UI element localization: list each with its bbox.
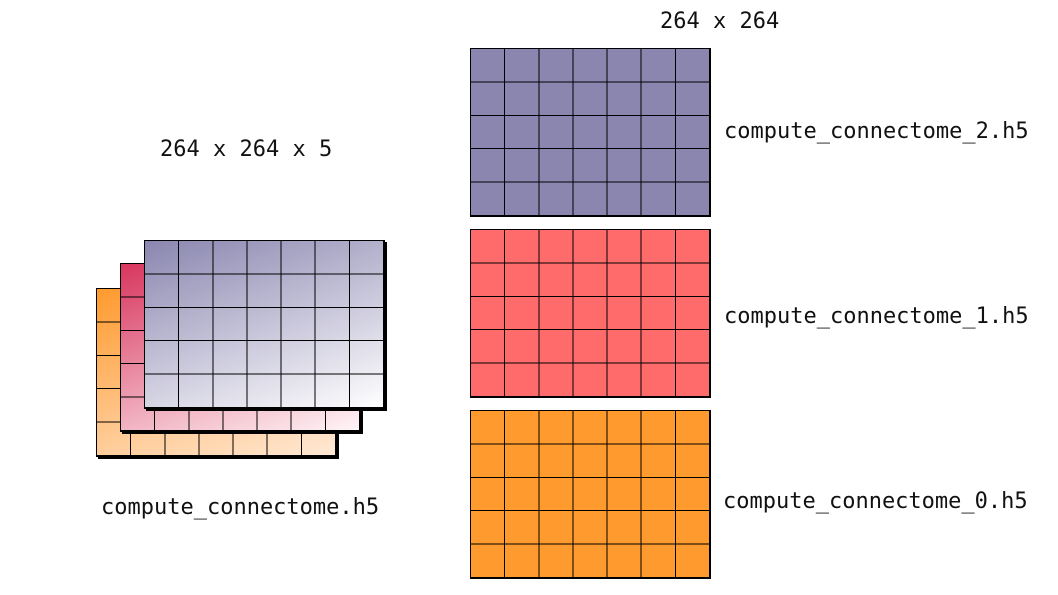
- slice-file-label-1: compute_connectome_1.h5: [724, 304, 1029, 329]
- slice-grid-0: [470, 410, 711, 579]
- slice-file-label-2: compute_connectome_2.h5: [724, 119, 1029, 144]
- slice-file-label-0: compute_connectome_0.h5: [723, 489, 1028, 514]
- slice-size-label: 264 x 264: [660, 9, 780, 34]
- slice-grid-2: [470, 48, 711, 217]
- slice-grid-1: [470, 229, 711, 398]
- stack-layer-purple: [144, 240, 385, 409]
- stack-file-label: compute_connectome.h5: [101, 495, 380, 520]
- stack-size-label: 264 x 264 x 5: [160, 137, 333, 162]
